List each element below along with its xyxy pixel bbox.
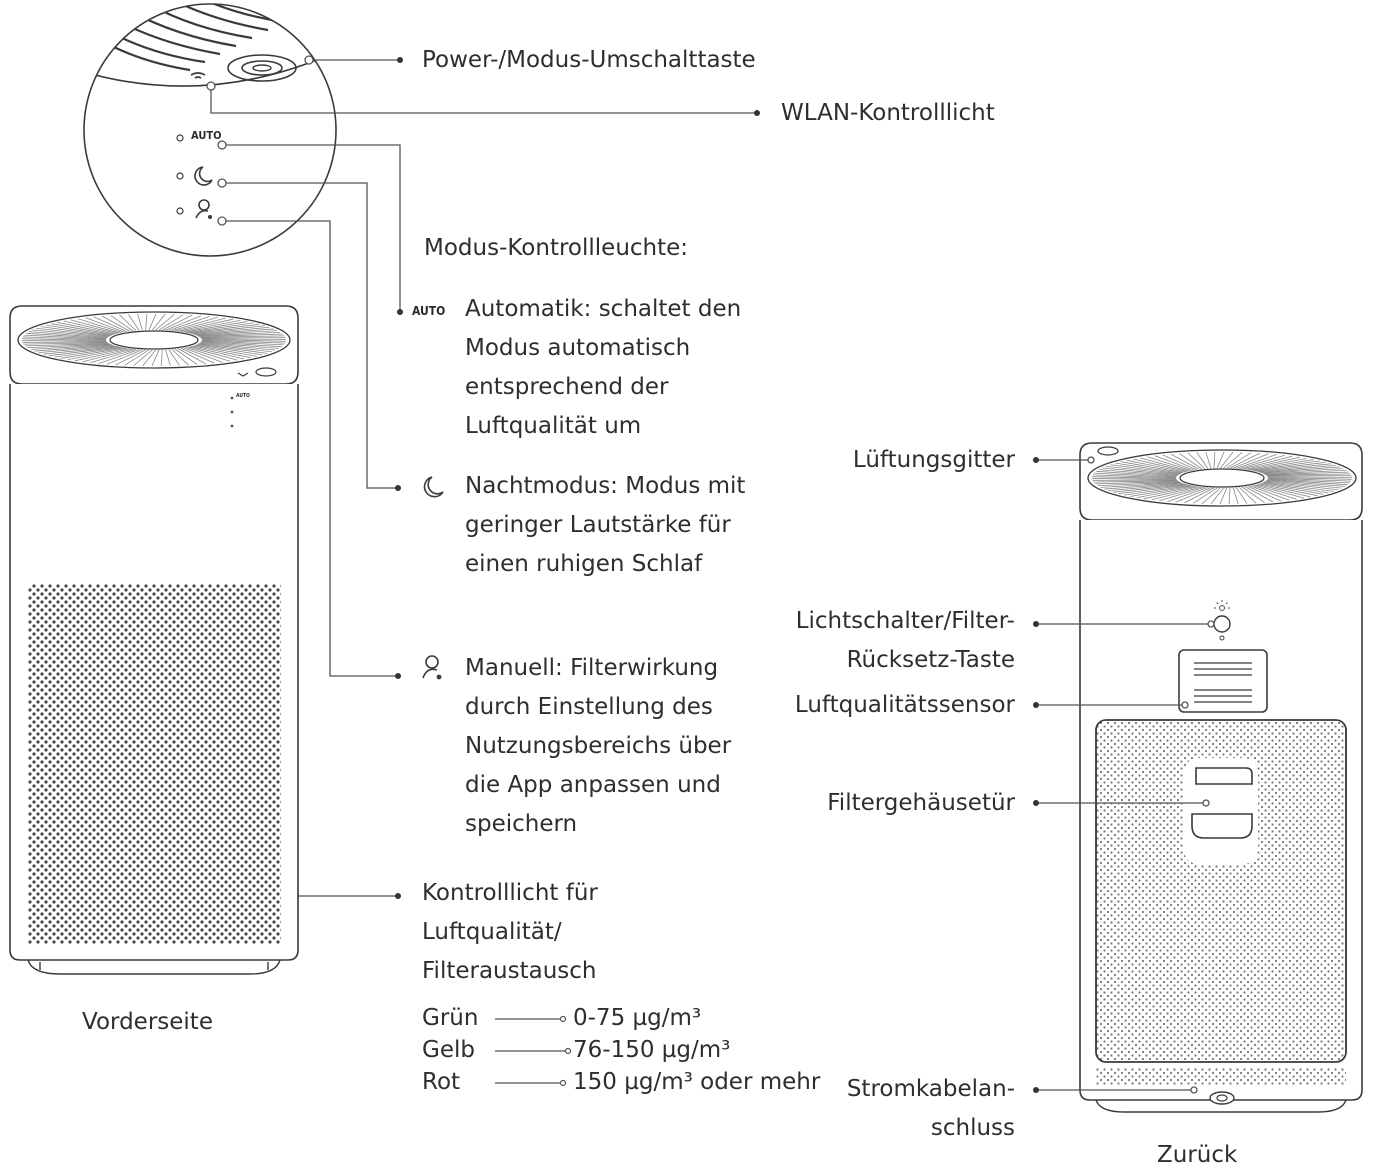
auto-mode-text: Automatik: schaltet den Modus automatisc… [465, 290, 741, 446]
moon-icon [425, 477, 443, 497]
back-unit [1080, 443, 1362, 1112]
power-button-label: Power-/Modus-Umschalttaste [422, 41, 756, 80]
legend-lines [495, 1017, 571, 1086]
person-icon [426, 656, 438, 668]
power-cable-label: Stromkabelan- schluss [847, 1070, 1015, 1148]
wlan-light-label: WLAN-Kontrolllicht [781, 94, 995, 133]
mode-heading: Modus-Kontrollleuchte: [424, 229, 688, 268]
light-switch-label: Lichtschalter/Filter- Rücksetz-Taste [796, 602, 1015, 680]
zoom-detail [84, 0, 336, 256]
auto-icon: AUTO [412, 304, 445, 318]
filter-door-label: Filtergehäusetür [827, 784, 1015, 823]
legend-color-red: Rot [422, 1063, 460, 1102]
air-quality-light-text: Kontrolllicht für Luftqualität/ Filterau… [422, 874, 598, 991]
front-auto-label: AUTO [236, 393, 250, 399]
zoom-auto-label: AUTO [191, 129, 222, 142]
manual-mode-text: Manuell: Filterwirkung durch Einstellung… [465, 649, 731, 844]
night-mode-text: Nachtmodus: Modus mit geringer Lautstärk… [465, 467, 745, 584]
sensor-label: Luftqualitätssensor [795, 686, 1015, 725]
back-caption: Zurück [1157, 1136, 1237, 1175]
vent-label: Lüftungsgitter [853, 441, 1015, 480]
front-caption: Vorderseite [82, 1003, 213, 1042]
legend-range-red: 150 µg/m³ oder mehr [573, 1063, 820, 1102]
mode-icons [423, 477, 443, 679]
front-unit [10, 306, 298, 974]
